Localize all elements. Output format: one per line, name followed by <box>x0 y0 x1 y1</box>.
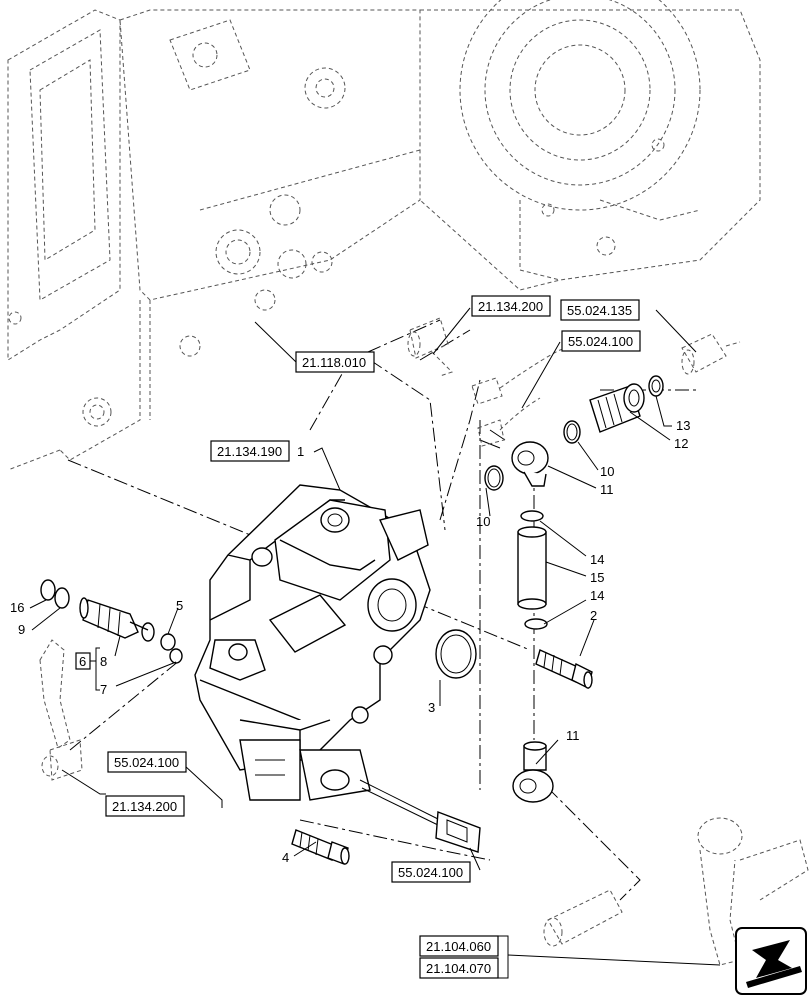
callout-15: 15 <box>590 570 604 585</box>
svg-text:21.104.060: 21.104.060 <box>426 939 491 954</box>
screw-4[interactable] <box>291 829 350 865</box>
callout-numbers: 1 2 3 4 5 6 7 8 9 10 10 11 11 12 13 14 1… <box>10 418 690 865</box>
callout-1: 1 <box>297 444 304 459</box>
svg-text:21.134.190: 21.134.190 <box>217 444 282 459</box>
callout-4: 4 <box>282 850 289 865</box>
callout-14b: 14 <box>590 588 604 603</box>
svg-text:55.024.100: 55.024.100 <box>568 334 633 349</box>
seal-ring-14-top[interactable] <box>520 510 544 522</box>
ref-group-bracket <box>498 935 509 979</box>
tube-15[interactable] <box>517 526 547 610</box>
svg-text:55.024.100: 55.024.100 <box>398 865 463 880</box>
seal-ring-14-bottom[interactable] <box>524 618 548 630</box>
washer-7[interactable] <box>169 648 183 664</box>
ref-21-118-010[interactable]: 21.118.010 <box>295 351 375 373</box>
pipe-21-104-ghost <box>543 817 809 966</box>
ref-55-024-100-top[interactable]: 55.024.100 <box>561 330 641 352</box>
callout-3: 3 <box>428 700 435 715</box>
fitting-21-134-200-ghost <box>407 317 453 377</box>
callout-12: 12 <box>674 436 688 451</box>
callout-14a: 14 <box>590 552 604 567</box>
seal-ring-10-left[interactable] <box>484 465 504 491</box>
seal-ring-10-right[interactable] <box>563 420 581 444</box>
transmission-housing-ghost <box>7 0 761 471</box>
svg-text:21.118.010: 21.118.010 <box>302 355 366 370</box>
callout-5: 5 <box>176 598 183 613</box>
svg-text:21.134.200: 21.134.200 <box>478 299 543 314</box>
callout-7: 7 <box>100 682 107 697</box>
seal-ring-9[interactable] <box>54 587 70 609</box>
ref-21-134-200-left[interactable]: 21.134.200 <box>105 795 185 817</box>
banjo-fitting-11-bottom[interactable] <box>512 741 554 803</box>
ref-55-024-135[interactable]: 55.024.135 <box>560 299 640 321</box>
callout-6: 6 <box>79 654 86 669</box>
left-hose-fitting <box>39 639 83 781</box>
callout-10b: 10 <box>600 464 614 479</box>
ref-21-104-060[interactable]: 21.104.060 <box>419 935 499 957</box>
callout-2: 2 <box>590 608 597 623</box>
screw-2[interactable] <box>535 649 593 690</box>
ref-55-024-100-bottom[interactable]: 55.024.100 <box>391 861 471 883</box>
sensor-55-024-135-ghost <box>681 333 741 375</box>
callout-6-bracket <box>90 647 100 691</box>
banjo-fitting-11-top[interactable] <box>479 429 549 487</box>
callout-16: 16 <box>10 600 24 615</box>
sensor-part-8[interactable] <box>79 597 155 642</box>
seal-ring-5[interactable] <box>160 633 176 651</box>
seal-ring-13[interactable] <box>648 375 664 397</box>
ref-21-134-200-top[interactable]: 21.134.200 <box>471 295 551 317</box>
ref-21-104-070[interactable]: 21.104.070 <box>419 957 499 979</box>
callout-13: 13 <box>676 418 690 433</box>
ref-55-024-100-left[interactable]: 55.024.100 <box>107 751 187 773</box>
callout-11b: 11 <box>566 728 580 743</box>
ref-21-134-190[interactable]: 21.134.190 <box>210 440 290 462</box>
leader-lines <box>29 307 721 966</box>
valve-block-part-1[interactable] <box>194 484 481 853</box>
o-ring-3[interactable] <box>435 629 477 679</box>
svg-text:55.024.100: 55.024.100 <box>114 755 179 770</box>
callout-8: 8 <box>100 654 107 669</box>
callout-9: 9 <box>18 622 25 637</box>
svg-text:21.134.200: 21.134.200 <box>112 799 177 814</box>
callout-11a: 11 <box>600 482 614 497</box>
callout-10a: 10 <box>476 514 490 529</box>
svg-text:55.024.135: 55.024.135 <box>567 303 632 318</box>
seal-ring-16[interactable] <box>40 579 56 601</box>
arrow-navigation-icon[interactable] <box>735 927 807 995</box>
hollow-bolt-12[interactable] <box>589 383 645 433</box>
svg-text:21.104.070: 21.104.070 <box>426 961 491 976</box>
